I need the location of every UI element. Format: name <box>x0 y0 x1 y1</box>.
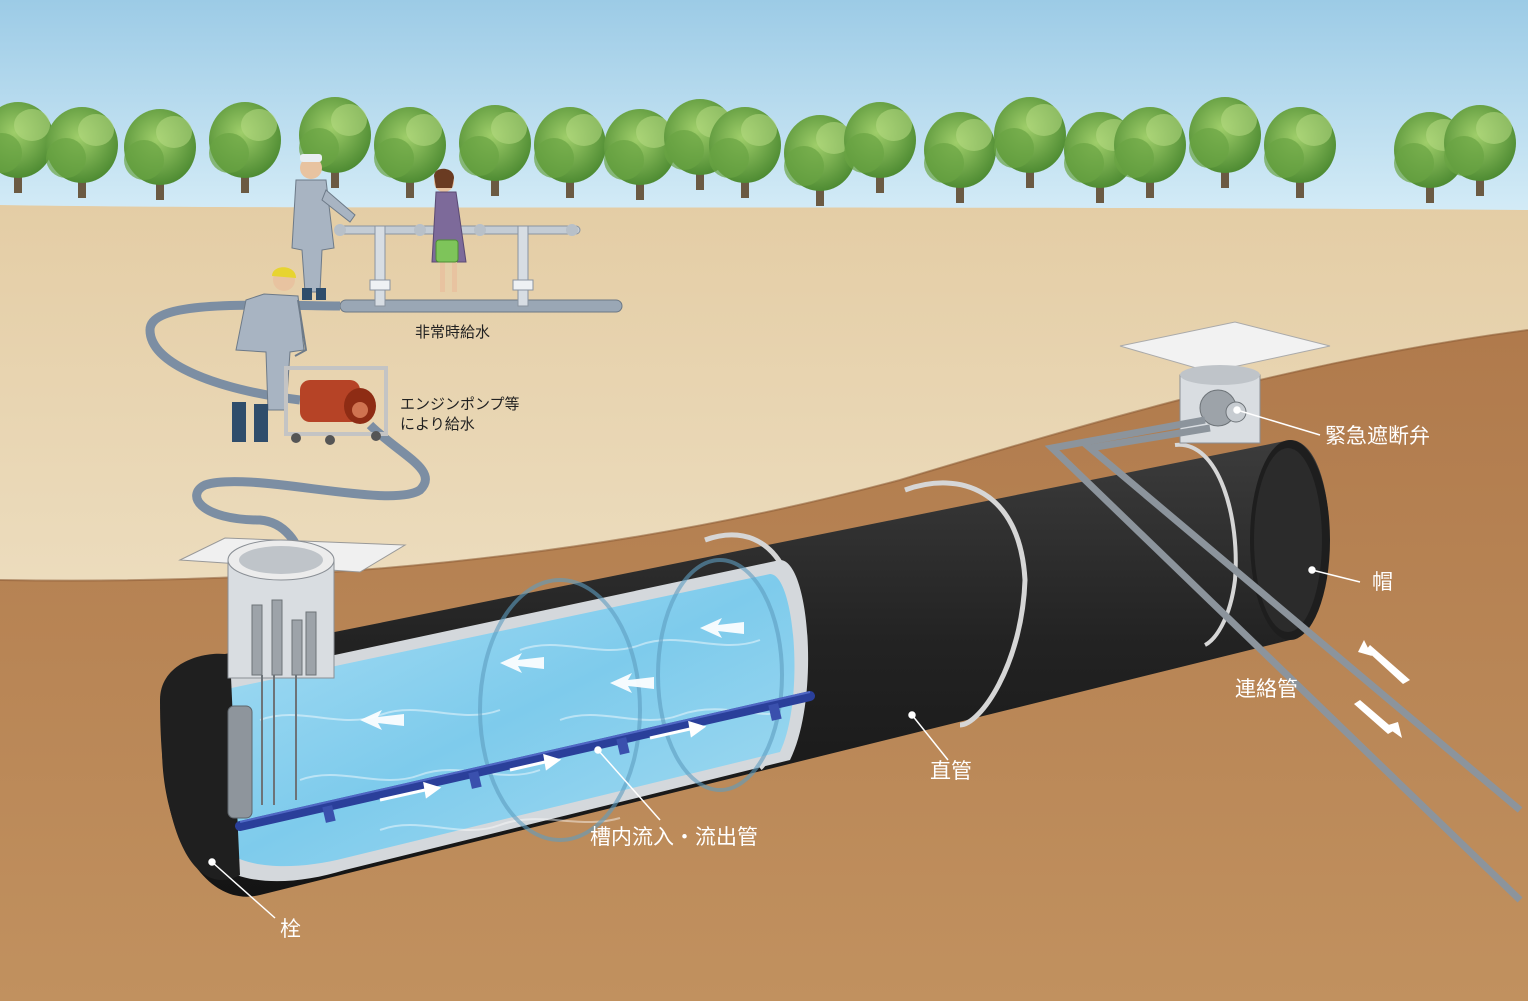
flow-pipe <box>235 691 815 831</box>
engine-pump-icon <box>284 366 388 445</box>
label-engine-pump-line2: により給水 <box>400 415 475 433</box>
plug-end <box>160 653 240 881</box>
connecting-arrows <box>1354 640 1410 738</box>
worker-icon <box>291 154 356 300</box>
water <box>215 574 795 867</box>
label-connecting-pipe: 連絡管 <box>1235 677 1298 701</box>
label-tank-inflow-outflow-pipe: 槽内流入・流出管 <box>590 825 758 849</box>
label-emergency-shutoff-valve: 緊急遮断弁 <box>1325 424 1430 448</box>
manhole-icon <box>178 537 407 819</box>
label-engine-pump-line1: エンジンポンプ等 <box>400 395 520 413</box>
water-tank <box>160 321 1523 903</box>
connecting-pipes <box>1044 416 1523 903</box>
woman-icon <box>431 168 467 292</box>
leader-lines <box>208 406 1361 919</box>
label-straight-pipe: 直管 <box>930 759 972 783</box>
label-engine-pump: エンジンポンプ等 により給水 <box>400 394 520 434</box>
label-plug: 栓 <box>280 917 301 941</box>
label-emergency-supply: 非常時給水 <box>415 323 491 341</box>
pump-hose <box>192 421 430 561</box>
label-cap: 帽 <box>1372 570 1393 594</box>
